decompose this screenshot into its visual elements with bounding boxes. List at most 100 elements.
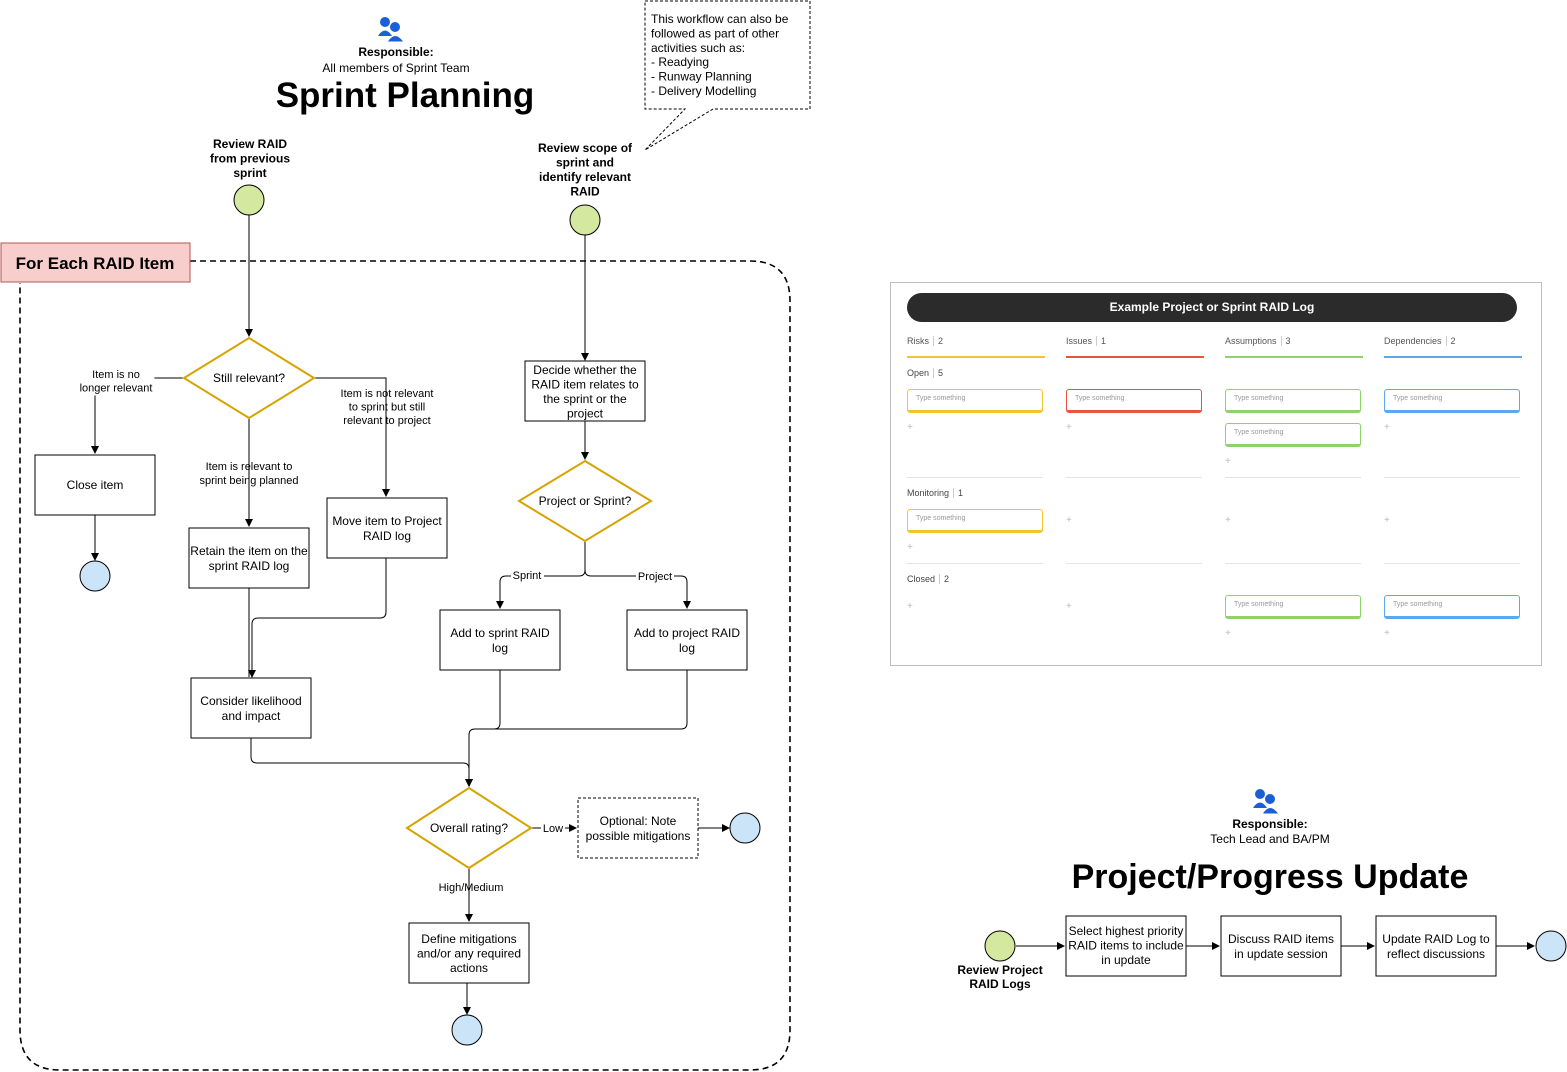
raid-log-title: Example Project or Sprint RAID Log	[907, 293, 1517, 322]
add-plus: +	[1384, 628, 1390, 639]
move-box	[326, 497, 448, 559]
pu-step1-box	[1065, 915, 1187, 977]
text-line: Item is not relevant	[341, 388, 434, 400]
sp-title: Sprint Planning	[276, 76, 535, 115]
text-line: Add to sprint RAID	[450, 626, 550, 640]
text-line: sprint RAID log	[209, 559, 290, 573]
text-line: Add to project RAID	[634, 626, 740, 640]
row-divider	[907, 563, 1043, 564]
text-line: - Runway Planning	[651, 70, 752, 84]
text-line: RAID items to include	[1068, 939, 1184, 953]
add-plus: +	[1384, 422, 1390, 433]
card-assumption-open: Type something	[1225, 423, 1361, 447]
add-plus: +	[1225, 515, 1231, 526]
add-plus: +	[1066, 515, 1072, 526]
loop-container	[19, 260, 791, 1071]
project-or-sprint-label: Project or Sprint?	[539, 494, 632, 508]
loop-label-box	[0, 242, 191, 283]
text-line: Optional: Note	[600, 814, 677, 828]
text-line: in update session	[1234, 947, 1327, 961]
start-node-review	[233, 184, 265, 216]
pu-start-node	[984, 930, 1016, 962]
row-divider	[1225, 563, 1361, 564]
text-line: in update	[1101, 953, 1151, 967]
col-risks-line	[907, 356, 1045, 358]
card-issue-open: Type something	[1066, 389, 1202, 413]
add-plus: +	[907, 542, 913, 553]
pu-step3-box	[1375, 915, 1497, 977]
decision-project-or-sprint	[517, 459, 653, 543]
pu-responsible-label: Responsible:	[1232, 817, 1307, 831]
text-line: - Readying	[651, 55, 709, 69]
card-risk-monitoring: Type something	[907, 509, 1043, 533]
row-divider	[1066, 477, 1202, 478]
sp-responsible-who: All members of Sprint Team	[322, 61, 469, 75]
text-line: Select highest priority	[1069, 924, 1184, 938]
define-box	[408, 922, 530, 984]
overall-rating-label: Overall rating?	[430, 821, 508, 835]
raid-log-example: Example Project or Sprint RAID Log Risks…	[890, 282, 1542, 666]
text-line: This workflow can also be	[651, 12, 789, 26]
end-node-optional	[729, 812, 761, 844]
row-divider	[1225, 477, 1361, 478]
text-line: RAID	[570, 185, 600, 199]
label-background	[77, 368, 155, 396]
text-line: possible mitigations	[586, 829, 691, 843]
close-item-box	[34, 454, 156, 516]
add-plus: +	[907, 601, 913, 612]
text-line: to sprint but still	[349, 402, 425, 414]
text-line: Consider likelihood	[200, 694, 301, 708]
text-line: project	[567, 407, 604, 421]
row-divider	[1066, 563, 1202, 564]
add-plus: +	[907, 422, 913, 433]
consider-box	[190, 677, 312, 739]
people-icon	[378, 17, 405, 43]
row-divider	[1384, 563, 1520, 564]
decide-box	[524, 360, 646, 422]
card-risk-open: Type something	[907, 389, 1043, 413]
text-line: the sprint or the	[543, 392, 627, 406]
decision-still-relevant	[182, 336, 316, 420]
text-line: reflect discussions	[1387, 947, 1485, 961]
text-line: sprint	[233, 166, 266, 180]
text-line: Update RAID Log to	[1382, 932, 1490, 946]
end-node-define	[451, 1014, 483, 1046]
text-line: RAID Logs	[969, 977, 1031, 991]
col-dependencies-line	[1384, 356, 1522, 358]
row-divider	[1384, 477, 1520, 478]
low-label: Low	[543, 823, 563, 835]
add-project-box	[626, 609, 748, 671]
add-plus: +	[1384, 515, 1390, 526]
sprint-branch-label: Sprint	[513, 570, 542, 582]
text-line: followed as part of other	[651, 26, 779, 40]
text-line: Discuss RAID items	[1228, 932, 1334, 946]
card-dependency-closed: Type something	[1384, 595, 1520, 619]
card-assumption-closed: Type something	[1225, 595, 1361, 619]
add-plus: +	[1225, 456, 1231, 467]
project-branch-label: Project	[638, 571, 672, 583]
text-line: relevant to project	[343, 415, 430, 427]
text-line: Move item to Project	[332, 514, 442, 528]
text-line: sprint being planned	[199, 475, 298, 487]
add-plus: +	[1066, 601, 1072, 612]
text-line: Define mitigations	[421, 932, 516, 946]
people-icon	[1253, 789, 1280, 815]
text-line: RAID item relates to	[531, 378, 639, 392]
